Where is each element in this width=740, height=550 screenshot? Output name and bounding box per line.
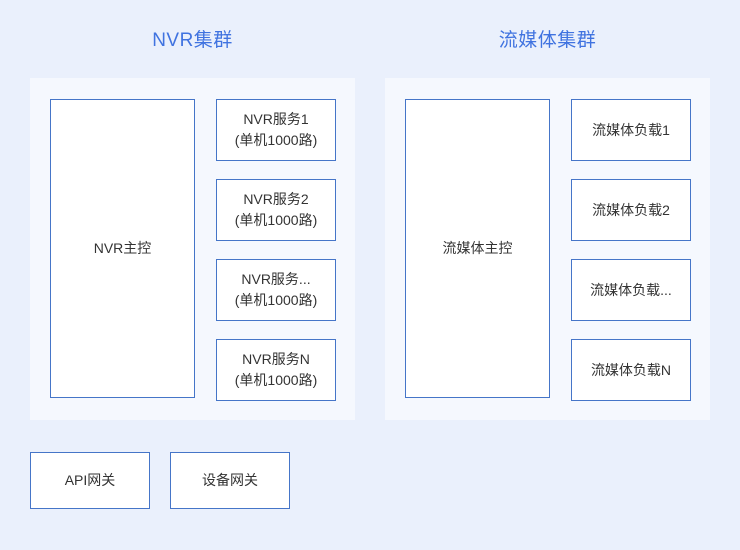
node-nvr-service-1[interactable]: NVR服务1 (单机1000路) <box>216 99 336 161</box>
cluster-title-stream: 流媒体集群 <box>498 30 597 51</box>
node-stream-load-n[interactable]: 流媒体负载N <box>571 339 691 401</box>
node-nvr-service-ellipsis[interactable]: NVR服务... (单机1000路) <box>216 259 336 321</box>
node-nvr-service-2[interactable]: NVR服务2 (单机1000路) <box>216 179 336 241</box>
node-stream-master[interactable]: 流媒体主控 <box>405 99 550 398</box>
cluster-title-nvr: NVR集群 <box>152 30 233 51</box>
node-api-gateway[interactable]: API网关 <box>30 452 150 509</box>
node-nvr-service-n[interactable]: NVR服务N (单机1000路) <box>216 339 336 401</box>
node-nvr-master[interactable]: NVR主控 <box>50 99 195 398</box>
node-stream-load-2[interactable]: 流媒体负载2 <box>571 179 691 241</box>
node-device-gateway[interactable]: 设备网关 <box>170 452 290 509</box>
node-stream-load-1[interactable]: 流媒体负载1 <box>571 99 691 161</box>
node-stream-load-ellipsis[interactable]: 流媒体负载... <box>571 259 691 321</box>
